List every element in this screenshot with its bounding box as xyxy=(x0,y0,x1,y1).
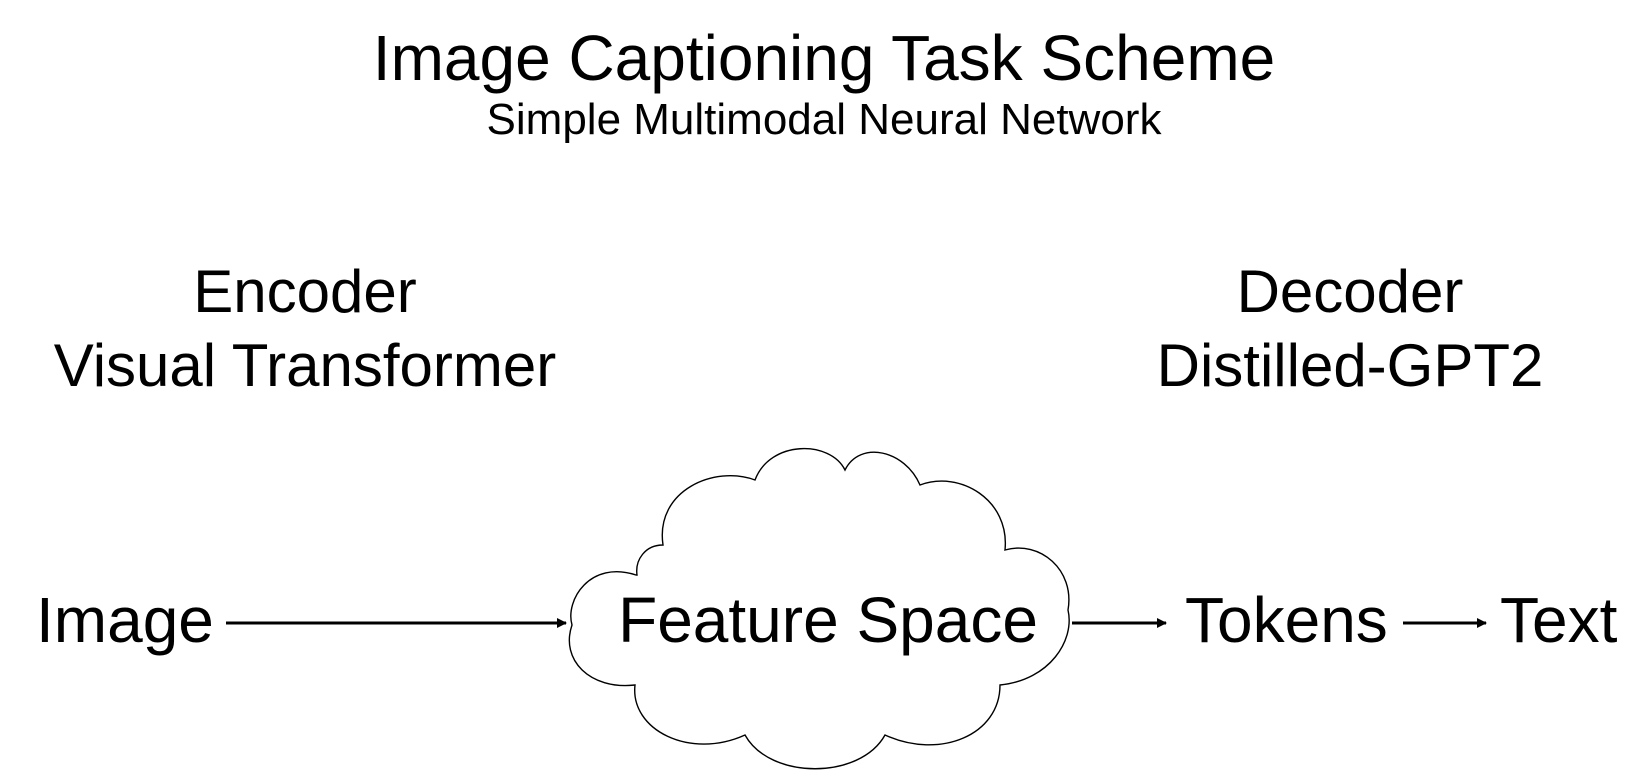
diagram-title: Image Captioning Task Scheme xyxy=(372,22,1276,94)
feature-space-cloud xyxy=(568,448,1070,770)
node-tokens: Tokens xyxy=(1185,584,1388,656)
diagram-subtitle: Simple Multimodal Neural Network xyxy=(486,95,1162,144)
encoder-label: Encoder xyxy=(193,258,417,325)
encoder-model: Visual Transformer xyxy=(53,332,557,399)
decoder-model: Distilled-GPT2 xyxy=(1156,332,1544,399)
decoder-label: Decoder xyxy=(1236,258,1464,325)
node-feature-space: Feature Space xyxy=(618,584,1038,656)
node-image: Image xyxy=(36,584,214,656)
node-text: Text xyxy=(1500,584,1618,656)
